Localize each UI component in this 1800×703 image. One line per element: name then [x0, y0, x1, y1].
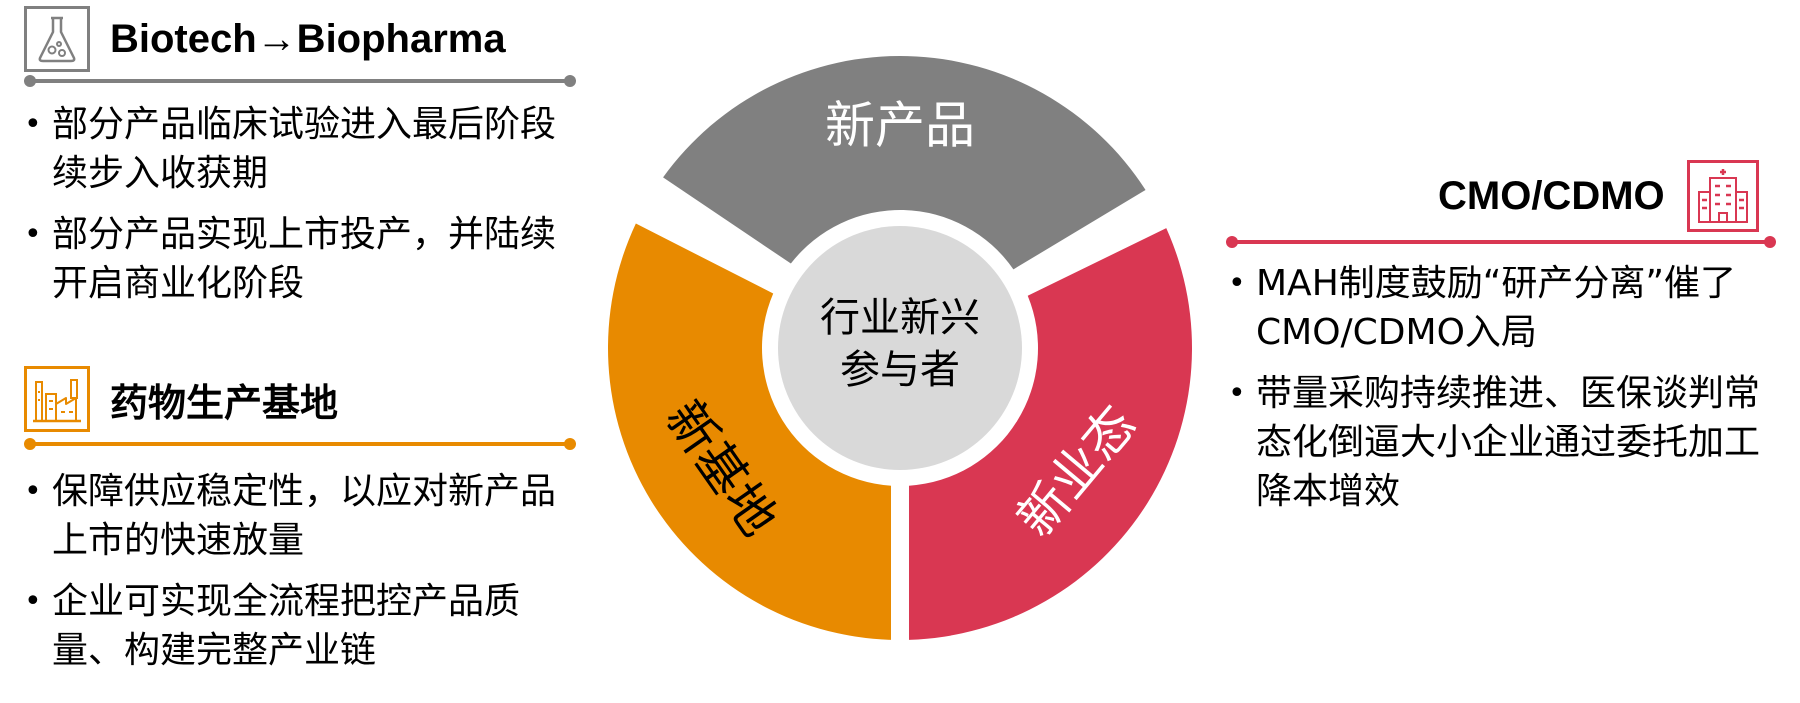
center-label-line1: 行业新兴: [820, 295, 980, 341]
section-title-production-base: 药物生产基地: [110, 380, 339, 425]
bullet-item: 保障供应稳定性，以应对新产品上市的快速放量: [24, 467, 584, 565]
ring-segment: [663, 55, 1146, 270]
ring-segment: [608, 223, 892, 640]
bullet-list-production-base: 保障供应稳定性，以应对新产品上市的快速放量 企业可实现全流程把控产品质量、构建完…: [24, 467, 584, 687]
ring-segment-label: 新产品: [825, 97, 975, 155]
bullet-list-cmo: MAH制度鼓励“研产分离”催了CMO/CDMO入局 带量采购持续推进、医保谈判常…: [1228, 259, 1788, 528]
divider-cmo: [1226, 236, 1776, 248]
ring-segments: [608, 55, 1192, 640]
section-header-biotech: Biotech→Biopharma: [24, 6, 506, 72]
divider-production-base: [24, 438, 576, 450]
flask-icon: [24, 6, 90, 72]
hospital-icon: [1686, 160, 1759, 232]
divider-biotech: [24, 75, 576, 87]
section-title-biotech: Biotech→Biopharma: [110, 16, 506, 61]
center-disc: [778, 226, 1022, 470]
factory-icon: [24, 366, 90, 432]
section-header-cmo: CMO/CDMO: [1438, 160, 1759, 232]
center-label-line2: 参与者: [840, 347, 960, 393]
ring-segment: [908, 228, 1192, 640]
bullet-list-biotech: 部分产品临床试验进入最后阶段续步入收获期 部分产品实现上市投产，并陆续开启商业化…: [24, 100, 584, 320]
bullet-item: 部分产品实现上市投产，并陆续开启商业化阶段: [24, 210, 584, 308]
bullet-item: 企业可实现全流程把控产品质量、构建完整产业链: [24, 577, 584, 675]
bullet-item: MAH制度鼓励“研产分离”催了CMO/CDMO入局: [1228, 259, 1788, 357]
bullet-item: 部分产品临床试验进入最后阶段续步入收获期: [24, 100, 584, 198]
section-header-production-base: 药物生产基地: [24, 366, 338, 432]
section-title-cmo: CMO/CDMO: [1438, 173, 1665, 218]
bullet-item: 带量采购持续推进、医保谈判常态化倒逼大小企业通过委托加工降本增效: [1228, 369, 1788, 516]
